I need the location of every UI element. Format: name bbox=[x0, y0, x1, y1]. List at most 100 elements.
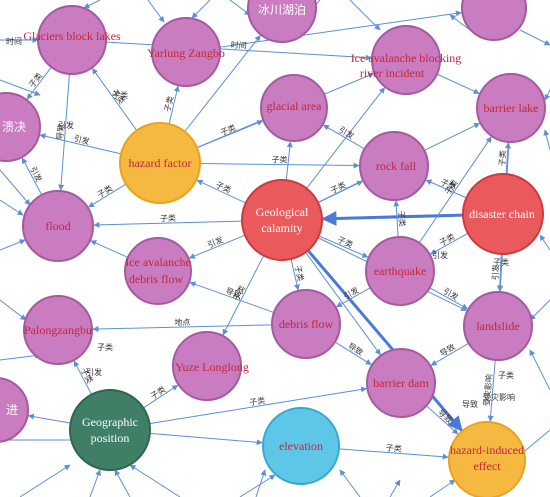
edge-label: 导致 bbox=[55, 123, 66, 140]
node-leftcn[interactable]: 溃决 bbox=[0, 92, 41, 162]
graph-edge-offscreen bbox=[543, 129, 550, 151]
graph-edge-geopos-palong bbox=[73, 360, 92, 395]
node-label: flood bbox=[45, 219, 70, 233]
graph-edge-glaciers-flood bbox=[58, 73, 70, 191]
graph-edge-barrierdam-hazardind bbox=[425, 405, 459, 435]
graph-edge-disasterchain-landslide bbox=[496, 253, 503, 292]
edge-label: 引发 bbox=[490, 264, 501, 280]
graph-edge-debrisflow-icedebris bbox=[189, 281, 275, 314]
graph-edge-offscreen bbox=[449, 14, 471, 31]
node-hazard[interactable]: hazard factor bbox=[119, 122, 201, 204]
node-yizhe[interactable]: Yuze Longlong bbox=[172, 331, 249, 401]
node-label: disaster chain bbox=[469, 207, 535, 221]
node-barrierlake[interactable]: barrier lake bbox=[476, 73, 546, 143]
node-label: calamity bbox=[261, 221, 302, 235]
node-label: barrier lake bbox=[484, 101, 539, 115]
edge-label-offscreen: 子类 bbox=[498, 370, 514, 380]
graph-edge-yarlung-toprt bbox=[219, 10, 462, 48]
node-topcn[interactable]: 冰川湖泊 bbox=[247, 0, 317, 43]
edge-label: 地点 bbox=[174, 317, 190, 327]
node-label: hazard-induced bbox=[450, 443, 524, 457]
node-circle[interactable] bbox=[260, 74, 328, 142]
node-circle[interactable] bbox=[172, 331, 242, 401]
graph-edge-geocal-yizhe bbox=[222, 255, 265, 336]
node-circle[interactable] bbox=[371, 25, 441, 95]
edge-label: 子类 bbox=[162, 95, 175, 113]
node-circle[interactable] bbox=[359, 131, 429, 201]
node-circle[interactable] bbox=[262, 407, 340, 485]
node-yarlung[interactable]: Yarlung Zangbo bbox=[147, 17, 225, 87]
edge-label-offscreen: 子类 bbox=[112, 90, 128, 100]
node-circle[interactable] bbox=[0, 377, 29, 443]
node-elevation[interactable]: elevation bbox=[262, 407, 340, 485]
graph-edge-debrisflow-barrierdam bbox=[334, 341, 372, 365]
node-earthquake[interactable]: earthquake bbox=[365, 236, 435, 306]
node-circle[interactable] bbox=[366, 348, 436, 418]
node-circle[interactable] bbox=[476, 73, 546, 143]
node-circle[interactable] bbox=[462, 173, 544, 255]
node-label: earthquake bbox=[374, 264, 427, 278]
graph-edge-hazard-topcn bbox=[184, 35, 261, 132]
edge-label: 子类 bbox=[248, 395, 265, 407]
node-landslide[interactable]: landslide bbox=[463, 291, 533, 361]
node-circle[interactable] bbox=[119, 122, 201, 204]
graph-edge-earthquake-barrierlake bbox=[418, 136, 492, 244]
node-palong[interactable]: Palongzangbu bbox=[23, 295, 93, 365]
node-circle[interactable] bbox=[448, 421, 526, 497]
node-circle[interactable] bbox=[241, 179, 323, 261]
node-circle[interactable] bbox=[37, 5, 107, 75]
node-label: Yuze Longlong bbox=[175, 360, 249, 374]
graph-edge-rockfall-glacialarea bbox=[322, 124, 365, 150]
node-circle[interactable] bbox=[23, 295, 93, 365]
node-flood[interactable]: flood bbox=[22, 190, 94, 262]
edge-label: 子类 bbox=[272, 154, 288, 164]
node-toprt[interactable] bbox=[461, 0, 527, 41]
node-circle[interactable] bbox=[124, 237, 192, 305]
node-label: rock fall bbox=[376, 159, 417, 173]
node-circle[interactable] bbox=[247, 0, 317, 43]
node-disasterchain[interactable]: disaster chain bbox=[462, 173, 544, 255]
node-circle[interactable] bbox=[271, 289, 341, 359]
node-circle[interactable] bbox=[69, 389, 151, 471]
node-barrierdam[interactable]: barrier dam bbox=[366, 348, 436, 418]
graph-edge-earthquake-rockfall bbox=[393, 200, 400, 238]
graph-edge-iceblock-barrierlake bbox=[436, 73, 480, 94]
edge-label: 受灾影响 bbox=[481, 374, 494, 407]
node-label: Ice avalanche blocking bbox=[351, 51, 462, 65]
node-circle[interactable] bbox=[22, 190, 94, 262]
graph-edge-offscreen bbox=[339, 469, 361, 497]
graph-edge-offscreen bbox=[0, 352, 41, 361]
node-glaciers[interactable]: Glaciers block lakes bbox=[23, 5, 121, 75]
node-circle[interactable] bbox=[151, 17, 221, 87]
node-debrisflow[interactable]: debris flow bbox=[271, 289, 341, 359]
graph-edge-geocal-earthquake bbox=[318, 235, 369, 258]
node-label: debris flow bbox=[129, 272, 184, 286]
node-leftbot[interactable]: 进 bbox=[0, 377, 29, 443]
graph-edge-hazard-flood bbox=[88, 183, 127, 208]
graph-edge-hazard-yarlung bbox=[168, 85, 180, 125]
node-label: glacial area bbox=[267, 99, 323, 113]
graph-edge-geopos-yizhe bbox=[143, 384, 179, 409]
graph-edge-hazard-glaciers bbox=[91, 67, 138, 131]
graph-edge-offscreen bbox=[0, 79, 41, 96]
node-circle[interactable] bbox=[365, 236, 435, 306]
graph-edge-glaciers-iceblock bbox=[105, 41, 372, 61]
node-circle[interactable] bbox=[0, 92, 41, 162]
node-label: Yarlung Zangbo bbox=[147, 46, 225, 60]
node-rockfall[interactable]: rock fall bbox=[359, 131, 429, 201]
graph-edge-offscreen bbox=[147, 0, 165, 23]
edge-label: 子类 bbox=[293, 264, 306, 282]
node-glacialarea[interactable]: glacial area bbox=[260, 74, 328, 142]
edge-label: 子类 bbox=[397, 210, 408, 227]
graph-edge-offscreen bbox=[255, 469, 267, 497]
edge-label: 引发 bbox=[206, 234, 225, 249]
node-circle[interactable] bbox=[463, 291, 533, 361]
node-circle[interactable] bbox=[461, 0, 527, 41]
